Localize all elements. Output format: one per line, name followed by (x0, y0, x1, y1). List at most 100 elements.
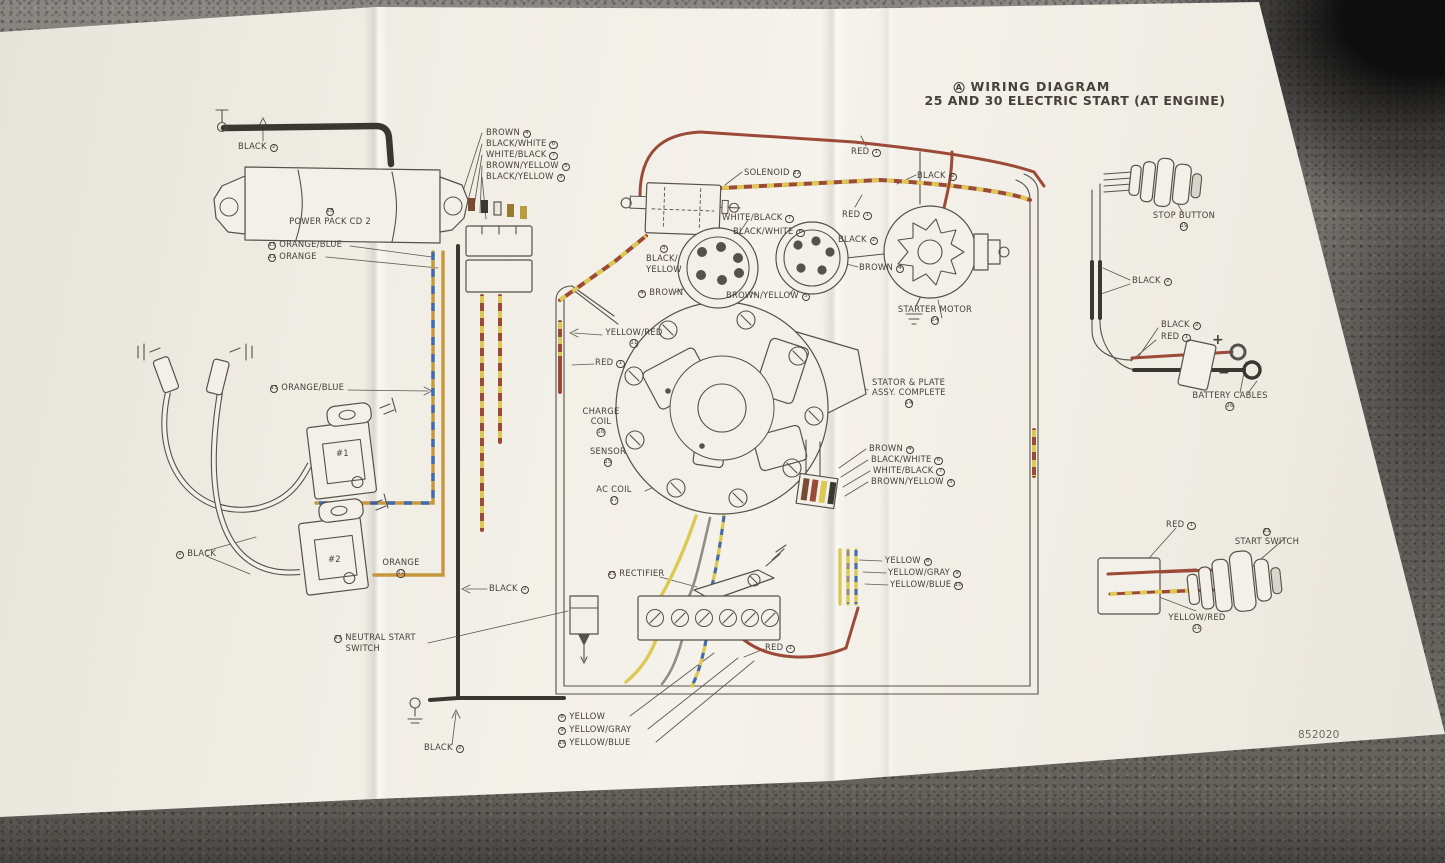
circled-number: 3 (659, 245, 669, 254)
wire-connector-stack (465, 198, 533, 293)
circled-number: 17 (609, 496, 619, 505)
label-solenoid: SOLENOID 22 (744, 167, 801, 179)
rectifier (693, 544, 787, 601)
circled-number: 19 (1179, 222, 1189, 231)
circled-number: 1 (1182, 334, 1191, 343)
circled-number: 4 (895, 265, 905, 274)
circled-number: 12 (396, 569, 406, 578)
start-switch (1186, 550, 1283, 613)
label-title-line2: 25 AND 30 ELECTRIC START (AT ENGINE) (924, 93, 1226, 108)
label-black-2-bottom: BLACK 2 (424, 742, 465, 754)
label-black-2-top-right: BLACK 2 (917, 170, 958, 182)
label-black-2-stop: BLACK 2 (1132, 275, 1173, 287)
circled-number: 5 (946, 479, 956, 488)
label-black-2-conn: BLACK 2 (838, 234, 879, 246)
label-yellow-8-bottom: 8 YELLOW (558, 711, 605, 723)
label-brown-yellow-5-conn: BROWN/YELLOW 5 (726, 290, 811, 302)
spark-plug-boot-1 (152, 356, 180, 394)
plug-terminal-ticks (229, 343, 253, 361)
circled-number: 13 (270, 385, 279, 394)
circled-number: 5 (801, 293, 811, 302)
circled-number: 2 (948, 173, 958, 182)
label-brown-yellow-5-stack: BROWN/YELLOW 5 (486, 160, 571, 172)
circled-number: 15 (603, 458, 613, 467)
circled-number: 6 (796, 229, 805, 238)
connector-plug-b (775, 221, 849, 295)
label-black-2-powerpack: BLACK 2 (238, 141, 279, 153)
terminal-block (637, 595, 781, 641)
label-black-2-harness: BLACK 2 (489, 583, 530, 595)
circled-number: 11 (1192, 624, 1202, 633)
start-switch-cable (1097, 557, 1200, 615)
label-red-1-battery: RED 1 (1161, 331, 1191, 343)
connector-plug-a (677, 227, 759, 309)
circled-number: 2 (455, 745, 465, 754)
circled-number: 1 (863, 212, 872, 221)
circled-number: 3 (556, 174, 565, 183)
label-black-2-battery: BLACK 2 (1161, 319, 1202, 331)
label-black-white-6-right: BLACK/WHITE 6 (871, 454, 943, 466)
plug-terminal-ticks (137, 343, 161, 361)
circled-number: 10 (558, 740, 567, 749)
coil-terminal-ticks (371, 493, 389, 511)
circled-number: 8 (558, 714, 567, 723)
circled-number: 4 (638, 290, 647, 299)
starter-motor (883, 205, 1010, 299)
circled-number: 25 (608, 571, 617, 580)
label-black-white-6-conn: BLACK/WHITE 6 (733, 226, 805, 238)
label-yellow-gray-9-right: YELLOW/GRAY 9 (888, 567, 962, 579)
circled-number: 7 (936, 468, 945, 477)
label-coil-2: #2 (328, 554, 341, 564)
solenoid (620, 182, 741, 236)
label-brown-4-conn-left: 4 BROWN (638, 287, 683, 299)
label-white-black-7-stack: WHITE/BLACK 7 (486, 149, 558, 161)
label-rectifier: 25 RECTIFIER (608, 568, 665, 580)
circled-number: 2 (869, 237, 879, 246)
circled-number: 8 (923, 558, 933, 567)
label-yellow-8-right: YELLOW 8 (885, 555, 933, 567)
stator-lead-lines (805, 439, 821, 477)
label-red-1-block: RED 1 (765, 642, 795, 654)
circled-number: 1 (616, 360, 625, 369)
stator-lead-connector (795, 472, 839, 510)
stop-button (1128, 157, 1203, 208)
circled-number: 9 (952, 570, 962, 579)
circled-number: 21 (1262, 528, 1272, 537)
label-black-yellow-3-stack: BLACK/YELLOW 3 (486, 171, 565, 183)
label-brown-yellow-5-right: BROWN/YELLOW 5 (871, 476, 956, 488)
circled-number: 24 (930, 316, 940, 325)
circled-number: 5 (561, 163, 571, 172)
ignition-coil-2 (298, 498, 369, 596)
circled-number: A (953, 81, 966, 94)
spark-plug-boot-2 (205, 358, 230, 396)
circled-number: 22 (792, 170, 801, 179)
label-orange-12-top: 12 ORANGE (268, 251, 317, 263)
label-yellow-gray-9-bottom: 9 YELLOW/GRAY (558, 724, 631, 736)
circled-number: 2 (269, 144, 279, 153)
stop-button-black-leads (1090, 260, 1102, 320)
circled-number: 10 (954, 582, 963, 591)
circled-number: 26 (1225, 402, 1235, 411)
label-yellow-blue-10-right: YELLOW/BLUE 10 (890, 579, 963, 591)
label-black-white-6-stack: BLACK/WHITE 6 (486, 138, 558, 150)
label-neutral-start-switch: 23 NEUTRAL START SWITCH (334, 632, 416, 654)
label-minus-sign: − (1218, 365, 1230, 381)
label-black-2-plug-wires: 2 BLACK (176, 548, 216, 560)
label-brown-4-stack: BROWN 4 (486, 127, 532, 139)
circled-number: 23 (334, 635, 343, 644)
circled-number: 9 (558, 727, 567, 736)
label-yellow-blue-10-bottom: 10 YELLOW/BLUE (558, 737, 631, 749)
label-red-1-start: RED 1 (1166, 519, 1196, 531)
